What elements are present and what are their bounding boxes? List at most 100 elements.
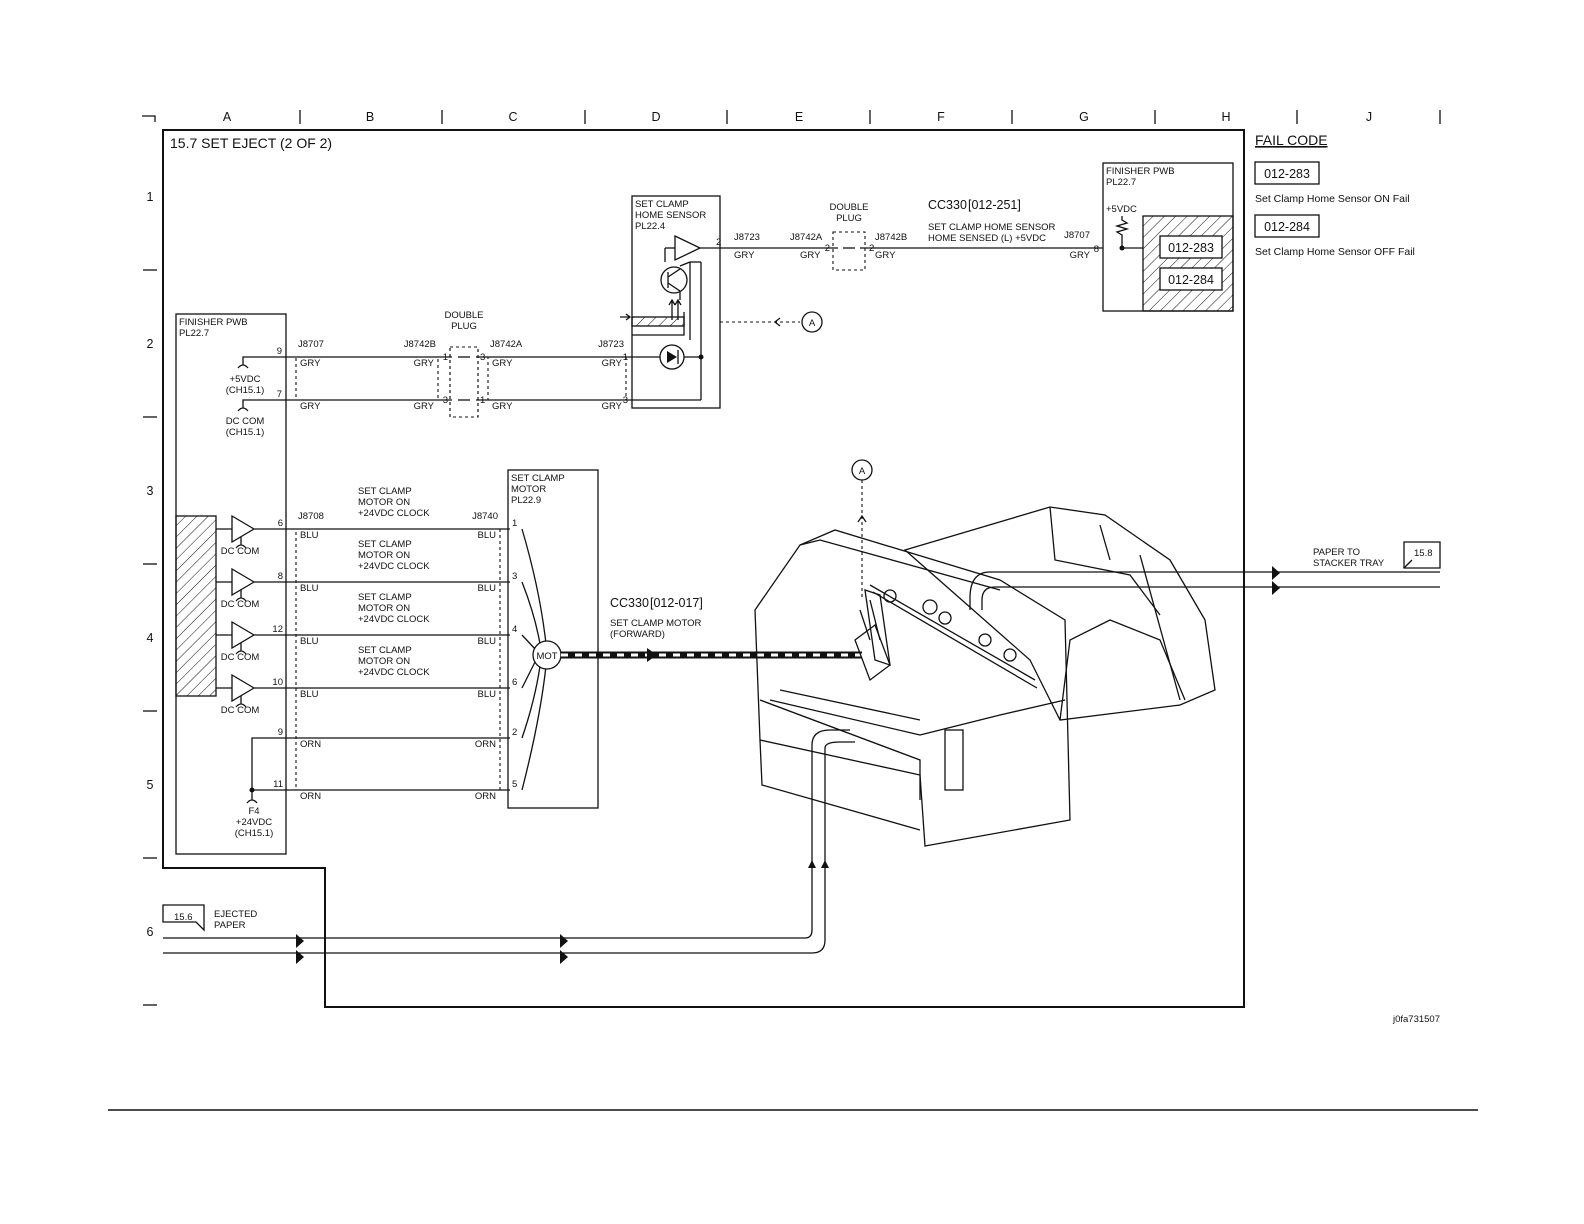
pwb-right-wire: GRY [1070,250,1091,261]
pwb-left-pin-7: 7 [277,389,282,400]
row-3: 3 [147,484,154,498]
col-d: D [651,110,660,124]
wire-gry-1: GRY [300,358,321,369]
paper-path: 15.6 EJECTED PAPER 15.8 PAPER TO STACKER… [162,541,1441,964]
set-clamp-mechanism-illustration: A [754,459,1216,847]
wire-blu-1b: BLU [478,530,497,541]
main-frame [162,129,1245,1008]
row-1: 1 [147,190,154,204]
pwb-left-ref: PL22.7 [179,328,209,339]
col-a: A [223,110,232,124]
row-4: 4 [147,631,154,645]
pwb-left-pin-9a: 9 [277,346,282,357]
fail-code-box-1 [1254,161,1320,185]
conn-j8742a: J8742A [490,339,523,350]
fail-code-panel: FAIL CODE 012-283 Set Clamp Home Sensor … [1254,132,1415,258]
wire-blu-3b: BLU [478,636,497,647]
pwb-left-ch151-c: (CH15.1) [235,828,274,839]
row-6: 6 [147,925,154,939]
motor-name-2: MOTOR [511,484,546,495]
pwb-right-supply: +5VDC [1106,204,1137,215]
wire-orn-2a: ORN [300,791,321,802]
conn-j8740: J8740 [472,511,498,522]
motor-signal-l1: SET CLAMP MOTOR [610,618,701,629]
motor-code: [012-017] [650,596,703,610]
dp-top-pin-b: 2 [869,243,874,254]
wire-orn-1b: ORN [475,739,496,750]
fail-code-desc-2: Set Clamp Home Sensor OFF Fail [1255,246,1415,258]
pwb-left-f4: F4 [248,806,259,817]
ejected-label-1: EJECTED [214,909,257,920]
motor-pin-4: 4 [512,624,517,635]
dp-pin-1a: 1 [443,352,448,363]
sensor-signal-l1: SET CLAMP HOME SENSOR [928,222,1056,233]
motor-on-2-l1: SET CLAMP [358,539,412,550]
conn-j8708: J8708 [298,511,324,522]
motor-signal-l2: (FORWARD) [610,629,665,640]
dp-pin-3a: 3 [480,352,485,363]
wire-gry-7: GRY [492,401,513,412]
sensor-ref: PL22.4 [635,221,665,232]
row-2: 2 [147,337,154,351]
column-markers: A B C D E F G H J [142,110,1441,124]
driver-3-dccom: DC COM [221,652,260,663]
wire-gry-3: GRY [492,358,513,369]
pwb-left-dccom: DC COM [226,416,265,427]
wire-gry-8: GRY [602,401,623,412]
col-b: B [366,110,374,124]
wire-gry-top-1: GRY [734,250,755,261]
pwb-right-code-1: 012-283 [1168,241,1214,255]
pwb-left-pin-12: 12 [272,624,283,635]
col-f: F [937,110,945,124]
dp-pin-3b: 3 [443,395,448,406]
sensor-pin-2: 2 [716,237,721,248]
col-j: J [1366,110,1372,124]
finisher-pwb-left: FINISHER PWB PL22.7 +5VDC (CH15.1) DC CO… [175,313,287,855]
wire-gry-5: GRY [300,401,321,412]
wire-blu-4b: BLU [478,689,497,700]
pwb-left-24vdc: +24VDC [236,817,272,828]
motor-cc330: CC330 [610,596,649,610]
fail-code-desc-1: Set Clamp Home Sensor ON Fail [1255,193,1410,205]
motor-pin-3: 3 [512,571,517,582]
conn-j8723-top: J8723 [734,232,760,243]
driver-2-dccom: DC COM [221,599,260,610]
motor-pin-2: 2 [512,727,517,738]
stacker-ref: 15.8 [1414,548,1433,559]
marker-a-bottom: A [859,466,866,477]
col-c: C [508,110,517,124]
pwb-right-ref: PL22.7 [1106,177,1136,188]
motor-on-4-l3: +24VDC CLOCK [358,667,430,678]
conn-j8723: J8723 [598,339,624,350]
fail-code-heading: FAIL CODE [1255,132,1328,148]
figure-id: j0fa731507 [1392,1014,1440,1025]
motor-name-1: SET CLAMP [511,473,565,484]
fail-code-box-2 [1254,214,1320,238]
wire-gry-4: GRY [602,358,623,369]
wire-blu-2a: BLU [300,583,319,594]
wire-gry-top-3: GRY [875,250,896,261]
dp-top-label-1: DOUBLE [829,202,868,213]
marker-a-right: A [809,318,816,329]
wire-gry-2: GRY [414,358,435,369]
wire-orn-2b: ORN [475,791,496,802]
finisher-pwb-right: FINISHER PWB PL22.7 +5VDC 012-283 012-28… [1064,162,1234,312]
motor-on-2-l3: +24VDC CLOCK [358,561,430,572]
motor-pin-1: 1 [512,518,517,529]
dp-top-pin-a: 2 [825,243,830,254]
motor-wiring: J8708 J8740 BLU BLU BLU BLU BLU BLU BLU … [286,486,510,802]
pwb-right-code-2: 012-284 [1168,273,1214,287]
wire-gry-6: GRY [414,401,435,412]
driver-1-dccom: DC COM [221,546,260,557]
pwb-right-name: FINISHER PWB [1106,166,1175,177]
col-g: G [1079,110,1089,124]
sensor-signal-l2: HOME SENSED (L) +5VDC [928,233,1046,244]
wire-orn-1a: ORN [300,739,321,750]
motor-on-1-l3: +24VDC CLOCK [358,508,430,519]
motor-pin-6: 6 [512,677,517,688]
set-clamp-motor: SET CLAMP MOTOR PL22.9 1 3 4 6 2 5 MOT [507,469,599,809]
motor-on-4-l2: MOTOR ON [358,656,410,667]
row-5: 5 [147,778,154,792]
pwb-left-pin-11: 11 [273,779,283,790]
